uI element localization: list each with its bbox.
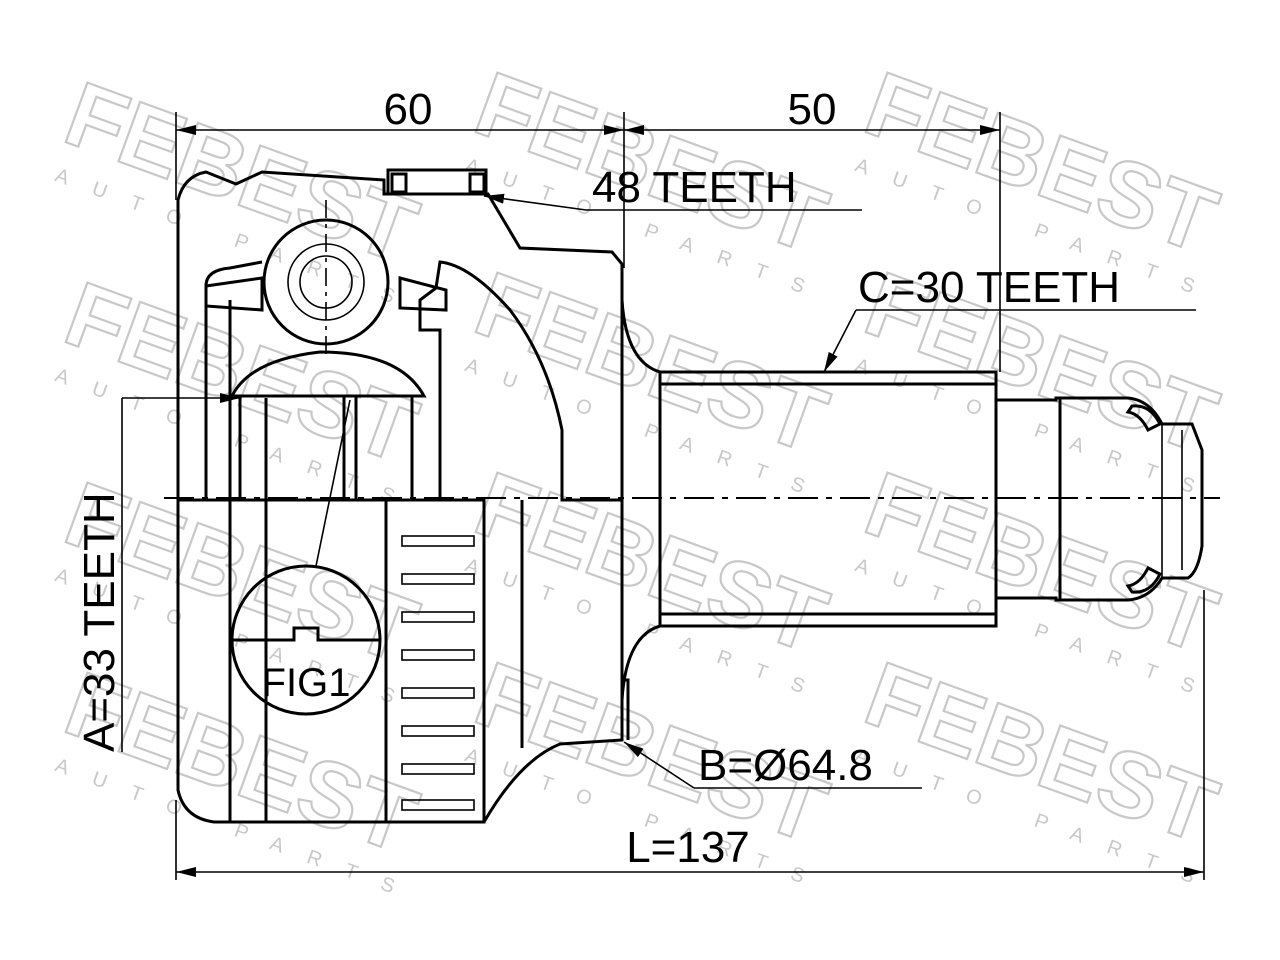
- callout-33-teeth: A=33 TEETH: [75, 393, 240, 752]
- callout-30-teeth: C=30 TEETH: [823, 263, 1196, 373]
- callout-48-teeth: 48 TEETH: [483, 163, 862, 212]
- total-length-label: L=137: [626, 823, 750, 872]
- fig1-detail: FIG1: [230, 399, 382, 716]
- diameter-label: B=Ø64.8: [698, 741, 873, 790]
- outer-housing: [176, 168, 624, 824]
- dimension-total-length: L=137: [175, 590, 1205, 880]
- dimension-60-label: 60: [384, 85, 433, 134]
- inner-teeth-label: A=33 TEETH: [75, 492, 124, 752]
- abs-ring-slots: [401, 535, 475, 811]
- outer-teeth-label: 48 TEETH: [592, 163, 797, 212]
- dimension-60: 60: [175, 85, 625, 268]
- dimension-50-label: 50: [788, 85, 837, 134]
- figure-label: FIG1: [262, 661, 351, 705]
- callout-diameter: B=Ø64.8: [623, 741, 922, 790]
- shaft-teeth-label: C=30 TEETH: [858, 263, 1120, 312]
- dimension-50: 50: [624, 85, 1001, 372]
